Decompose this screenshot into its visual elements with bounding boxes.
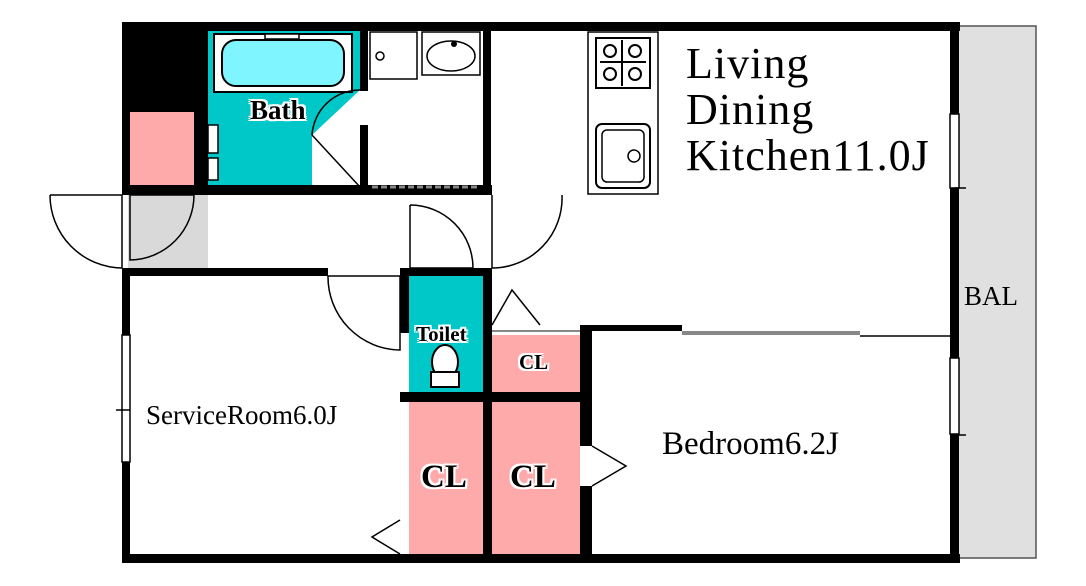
windows	[121, 113, 960, 463]
closet-right-area	[492, 402, 580, 554]
closet-small-label: CL	[519, 350, 549, 374]
closet-right-label: CL	[510, 459, 556, 495]
bathtub-basin	[221, 39, 345, 87]
ldk-label-line2: Dining	[686, 85, 815, 134]
balcony-area	[957, 25, 1037, 559]
bedroom-label: Bedroom6.2J	[662, 426, 839, 462]
bath-label: Bath	[250, 95, 306, 125]
ldk-label-line3: Kitchen11.0J	[686, 131, 930, 180]
toilet-bowl-icon	[430, 344, 460, 388]
closet-shoe	[128, 112, 194, 185]
balcony-label: BAL	[964, 281, 1018, 311]
door-swings	[49, 89, 628, 555]
closet-left-area	[409, 402, 484, 554]
closet-small-area	[492, 335, 580, 392]
closet-left-label: CL	[421, 459, 467, 495]
bath-door-floor	[312, 90, 360, 187]
ldk-label-line1: Living	[686, 39, 810, 88]
service-room-label: ServiceRoom6.0J	[146, 400, 338, 430]
toilet-label: Toilet	[416, 322, 467, 346]
entrance-floor	[128, 195, 208, 268]
